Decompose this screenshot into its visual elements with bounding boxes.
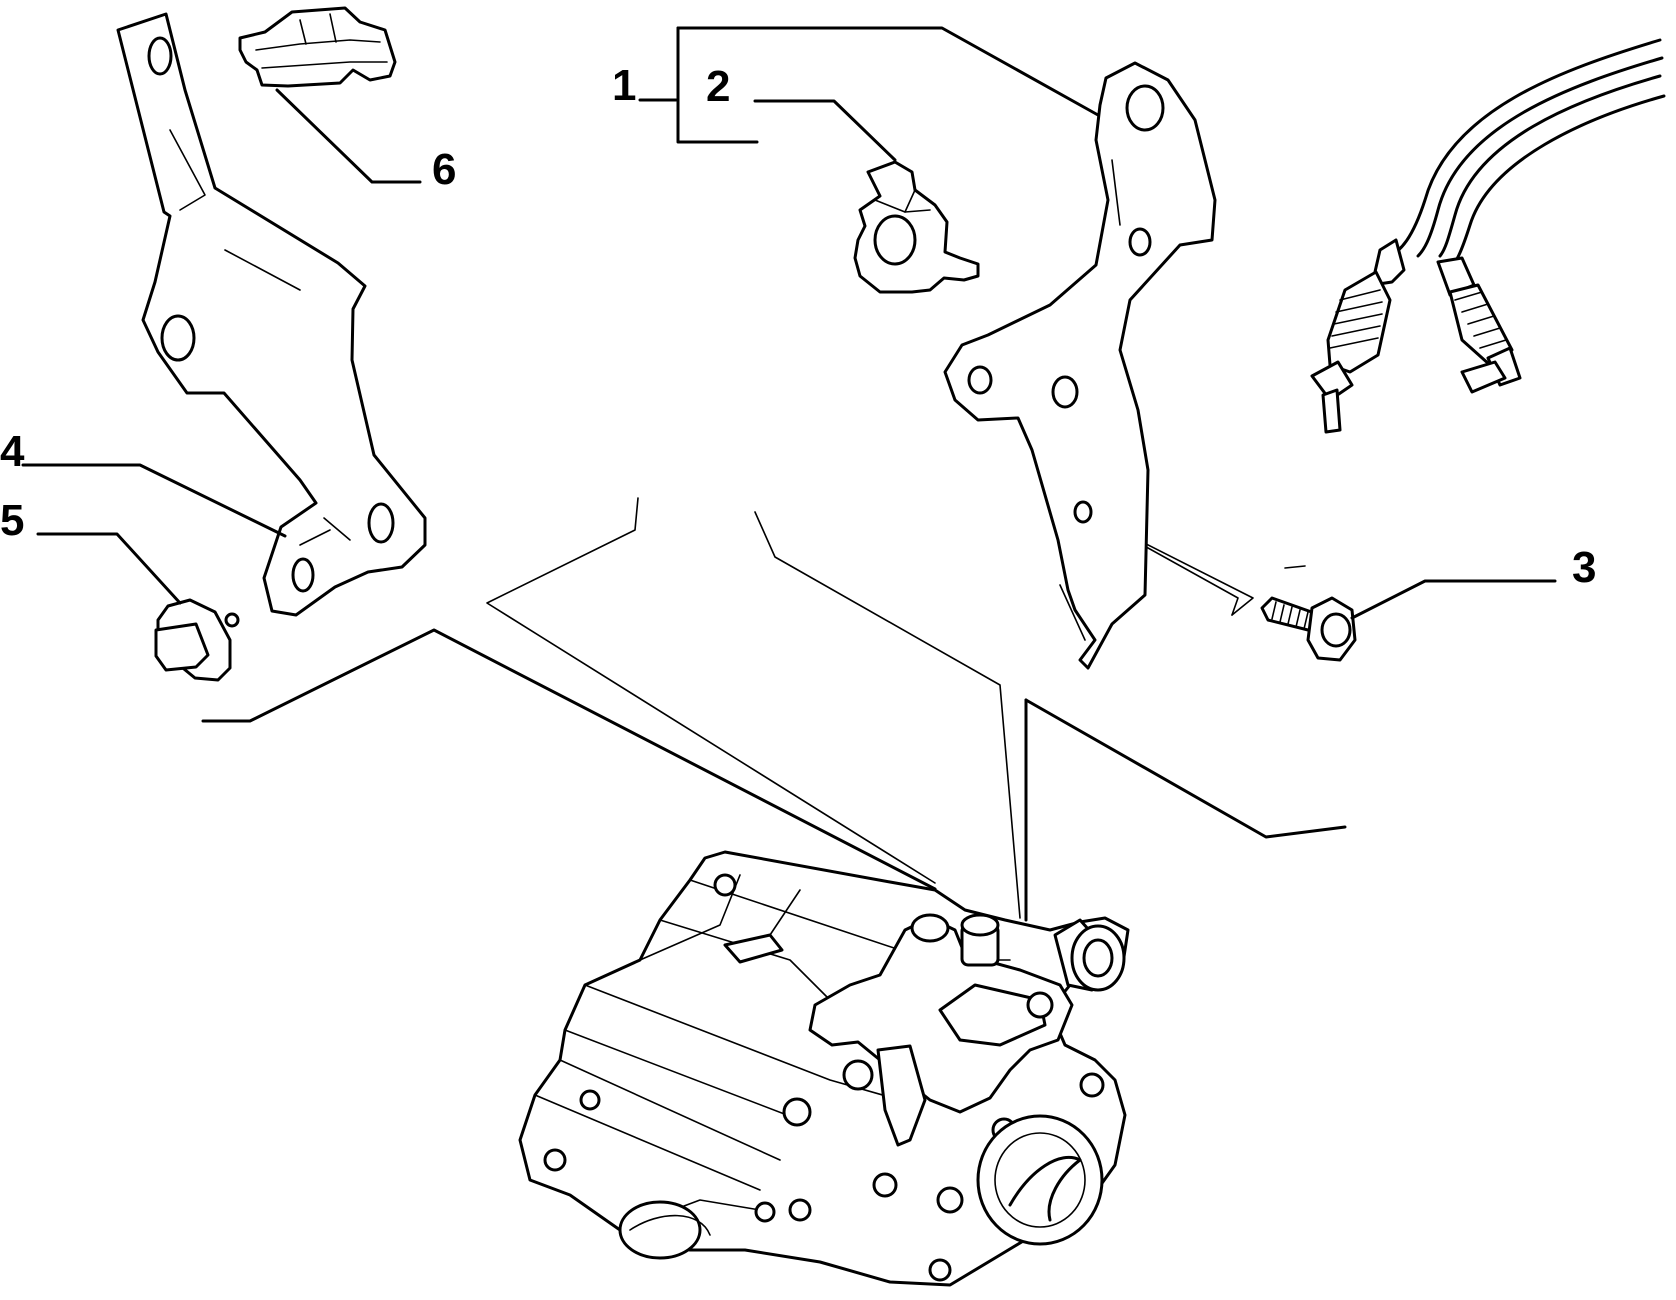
callout-leaders — [21, 26, 1557, 620]
assembly-lines — [201, 628, 1347, 922]
right-bracket-part — [943, 61, 1217, 670]
bolt-part — [1260, 596, 1357, 662]
gear-cables-part — [1310, 38, 1666, 434]
callout-1: 1 — [612, 61, 636, 110]
callout-2: 2 — [706, 62, 730, 111]
left-bracket-part — [116, 12, 427, 617]
clip-part — [238, 6, 397, 88]
plug-part — [154, 598, 240, 682]
gearbox-assembly — [518, 850, 1130, 1287]
callout-6: 6 — [432, 145, 456, 194]
callout-3: 3 — [1572, 543, 1596, 592]
assembly-thin-lines — [486, 497, 1306, 919]
bushing-part — [853, 160, 980, 294]
callout-4: 4 — [0, 427, 25, 476]
callout-5: 5 — [0, 496, 24, 545]
